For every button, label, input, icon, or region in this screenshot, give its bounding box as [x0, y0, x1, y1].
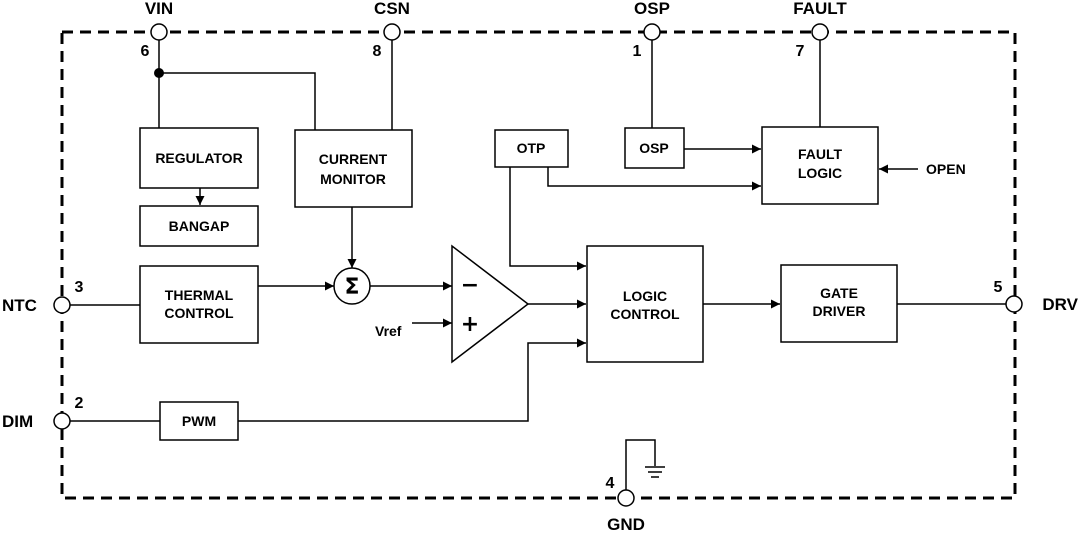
- wire-otp-fault: [547, 167, 761, 191]
- vref-signal-label: Vref: [375, 323, 402, 339]
- block-fault-logic-label-1: FAULT: [798, 146, 843, 162]
- pin-vin: VIN 6: [141, 0, 174, 60]
- pin-drv-name: DRV: [1042, 295, 1078, 314]
- pin-osp-terminal: [643, 23, 661, 41]
- pin-vin-number: 6: [141, 43, 150, 60]
- pin-osp: OSP 1: [633, 0, 670, 60]
- pin-gnd: GND 4: [606, 475, 645, 534]
- block-bangap: BANGAP: [139, 205, 259, 247]
- pin-ntc-number: 3: [75, 279, 84, 296]
- block-thermal-control-label-1: THERMAL: [165, 287, 234, 303]
- pin-ntc-name: NTC: [2, 296, 37, 315]
- block-otp-label: OTP: [517, 140, 546, 156]
- pin-vin-terminal: [150, 23, 168, 41]
- block-logic-control-label-2: CONTROL: [610, 306, 680, 322]
- summing-junction: Σ: [333, 267, 371, 305]
- wire-vin-current-monitor: [159, 72, 316, 130]
- block-current-monitor-label-1: CURRENT: [319, 151, 388, 167]
- ground-icon: [645, 466, 665, 478]
- block-pwm-label: PWM: [182, 413, 216, 429]
- pin-dim-number: 2: [75, 395, 84, 412]
- pin-dim: DIM 2: [2, 395, 84, 431]
- block-logic-control-label-1: LOGIC: [623, 288, 667, 304]
- block-osp: OSP: [624, 127, 685, 169]
- block-gate-driver-label-1: GATE: [820, 285, 858, 301]
- block-thermal-control-label-2: CONTROL: [164, 305, 234, 321]
- block-gate-driver: GATE DRIVER: [780, 264, 898, 343]
- pin-drv-terminal: [1005, 295, 1023, 313]
- vin-junction-dot: [154, 68, 164, 78]
- block-current-monitor-label-2: MONITOR: [320, 171, 386, 187]
- pin-fault-name: FAULT: [793, 0, 847, 18]
- block-logic-control: LOGIC CONTROL: [586, 245, 704, 363]
- block-thermal-control: THERMAL CONTROL: [139, 265, 259, 344]
- wire-otp-logic: [509, 167, 586, 271]
- block-otp: OTP: [494, 129, 569, 168]
- pin-csn-name: CSN: [374, 0, 410, 18]
- pin-dim-name: DIM: [2, 412, 33, 431]
- block-current-monitor: CURRENT MONITOR: [294, 129, 413, 208]
- block-fault-logic-label-2: LOGIC: [798, 165, 842, 181]
- wires: [70, 40, 1006, 490]
- wire-gnd: [625, 439, 656, 490]
- pin-ntc: NTC 3: [2, 279, 84, 315]
- pin-vin-name: VIN: [145, 0, 173, 18]
- wire-pwm-logic: [238, 338, 586, 422]
- pin-drv: DRV 5: [994, 279, 1079, 314]
- comparator-plus: +: [461, 312, 479, 337]
- pin-drv-number: 5: [994, 279, 1003, 296]
- pin-ntc-terminal: [53, 296, 71, 314]
- block-bangap-label: BANGAP: [169, 218, 230, 234]
- pin-osp-name: OSP: [634, 0, 670, 18]
- block-pwm: PWM: [159, 401, 239, 441]
- pin-gnd-name: GND: [607, 515, 645, 534]
- pin-fault-terminal: [811, 23, 829, 41]
- pin-csn-number: 8: [373, 43, 382, 60]
- block-regulator-label: REGULATOR: [155, 150, 242, 166]
- pin-osp-number: 1: [633, 43, 642, 60]
- sigma-icon: Σ: [344, 275, 359, 300]
- comparator-minus: −: [461, 273, 479, 298]
- block-gate-driver-label-2: DRIVER: [813, 303, 866, 319]
- block-fault-logic: FAULT LOGIC: [761, 126, 879, 205]
- open-signal-label: OPEN: [926, 161, 966, 177]
- comparator: − +: [451, 244, 530, 364]
- pin-fault: FAULT 7: [793, 0, 847, 60]
- block-regulator: REGULATOR: [139, 127, 259, 189]
- pin-dim-terminal: [53, 412, 71, 430]
- pin-fault-number: 7: [796, 43, 805, 60]
- pin-csn: CSN 8: [373, 0, 410, 60]
- pin-gnd-terminal: [617, 489, 635, 507]
- pin-csn-terminal: [383, 23, 401, 41]
- pin-gnd-number: 4: [606, 475, 615, 492]
- block-osp-label: OSP: [639, 140, 669, 156]
- chip-outline: [60, 30, 1017, 500]
